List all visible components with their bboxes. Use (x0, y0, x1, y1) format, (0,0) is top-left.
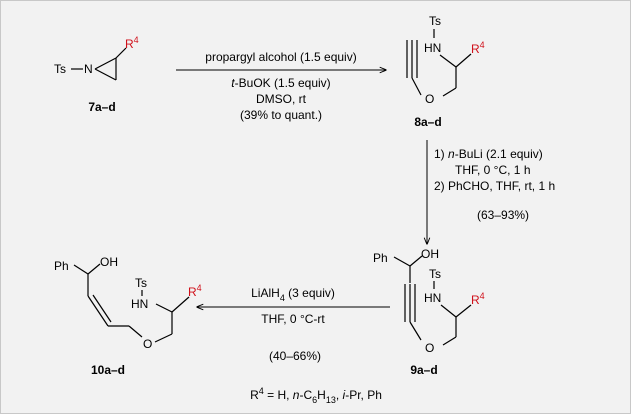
ts-group-8: Ts (429, 14, 441, 28)
ts-group-10: Ts (135, 276, 147, 290)
r4-substituent: R4 (188, 283, 202, 299)
compound-label-10: 10a–d (91, 363, 125, 377)
step2-reagent-2: THF, 0 °C, 1 h (455, 163, 531, 177)
ts-group-9: Ts (429, 267, 441, 281)
step3-conditions: THF, 0 °C-rt (261, 312, 325, 326)
step2-reagent-3: 2) PhCHO, THF, rt, 1 h (434, 179, 555, 193)
step3-reagent: LiAlH4 (3 equiv) (251, 286, 335, 303)
compound-7a-d: Ts N R4 (54, 35, 139, 81)
step2-yield: (63–93%) (477, 208, 529, 222)
ring-oxygen-9: O (425, 341, 434, 355)
hn-group-10: HN (131, 297, 148, 311)
compound-label-7: 7a–d (88, 100, 115, 114)
compound-label-9: 9a–d (410, 363, 437, 377)
aziridine-nitrogen: N (84, 62, 93, 76)
ring-oxygen-8: O (425, 92, 434, 106)
ts-group-7: Ts (54, 62, 66, 76)
step1-yield: (39% to quant.) (240, 108, 322, 122)
hn-group-8: HN (424, 41, 441, 55)
phenyl-9: Ph (373, 251, 388, 265)
compound-8a-d: Ts HN R4 O (406, 14, 485, 106)
step2-reagent-1: 1) n-BuLi (2.1 equiv) (434, 147, 543, 161)
phenyl-10: Ph (54, 259, 69, 273)
hydroxyl-9: OH (421, 247, 439, 261)
compound-9a-d: Ph OH Ts HN R4 O (373, 247, 485, 355)
r4-substituent: R4 (471, 291, 485, 307)
compound-label-8: 8a–d (414, 115, 441, 129)
hydroxyl-10: OH (100, 255, 118, 269)
step1-reagent-2: t-BuOK (1.5 equiv) (231, 76, 330, 90)
r4-substituent: R4 (471, 40, 485, 56)
r4-substituent: R4 (125, 35, 139, 51)
r4-definition: R4 = H, n-C6H13, i-Pr, Ph (250, 386, 382, 405)
hn-group-9: HN (424, 291, 441, 305)
ether-oxygen-10: O (143, 337, 152, 351)
step3-yield: (40–66%) (269, 349, 321, 363)
step1-reagent-3: DMSO, rt (256, 92, 307, 106)
compound-10a-d: Ph OH O R4 HN Ts (54, 255, 202, 351)
step1-reagent-1: propargyl alcohol (1.5 equiv) (205, 50, 356, 64)
